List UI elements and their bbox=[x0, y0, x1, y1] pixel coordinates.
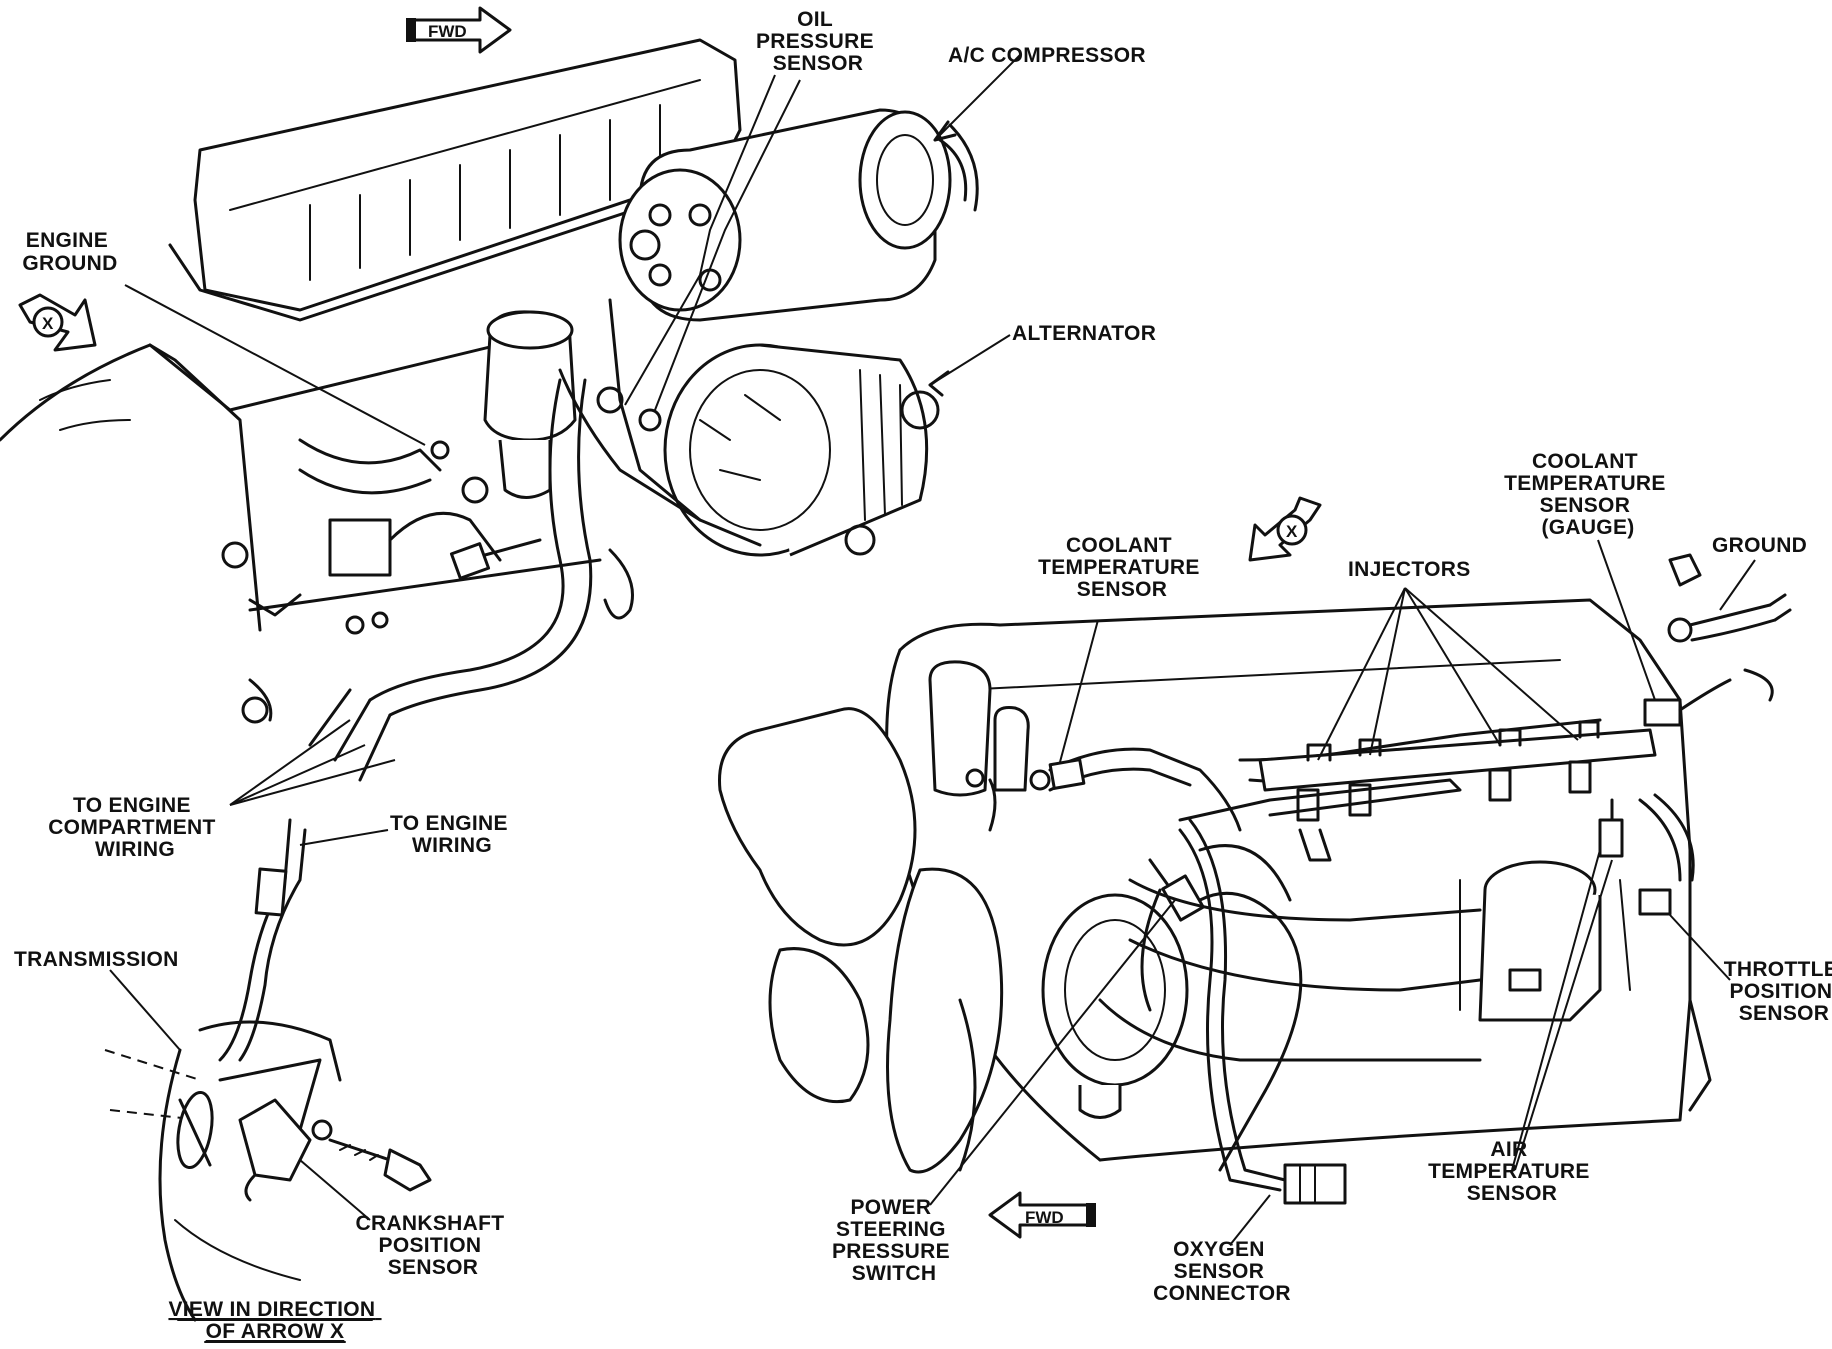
power-steering-pressure-switch-label: POWER STEERING PRESSURE SWITCH bbox=[832, 1196, 956, 1285]
ground-nut bbox=[1668, 553, 1702, 587]
crankshaft-position-sensor-label: CRANKSHAFT POSITION SENSOR bbox=[356, 1212, 511, 1279]
engine-block-top bbox=[898, 598, 1692, 1002]
coil-block bbox=[328, 518, 392, 577]
arrow-x-right: X bbox=[1248, 496, 1322, 562]
view-direction-caption: VIEW IN DIRECTION OF ARROW X bbox=[168, 1298, 381, 1343]
arrow-x-label-left: X bbox=[42, 314, 54, 333]
air-temperature-sensor-label: AIR TEMPERATURE SENSOR bbox=[1428, 1138, 1596, 1205]
arrow-x-left: X bbox=[18, 293, 97, 352]
air-temp-sensor-connector bbox=[1598, 818, 1624, 858]
injectors-label: INJECTORS bbox=[1348, 558, 1471, 581]
throttle-position-connector bbox=[1638, 888, 1672, 916]
ac-compressor-label: A/C COMPRESSOR bbox=[948, 44, 1146, 67]
callout-labels: OIL PRESSURE SENSOR A/C COMPRESSOR ENGIN… bbox=[14, 8, 1832, 1343]
to-engine-compartment-wiring-label: TO ENGINE COMPARTMENT WIRING bbox=[48, 794, 222, 861]
throttle-position-sensor-label: THROTTLE POSITION SENSOR bbox=[1724, 958, 1832, 1025]
coolant-temp-gauge-sensor-label: COOLANT TEMPERATURE SENSOR (GAUGE) bbox=[1504, 450, 1672, 539]
coolant-temp-sensor-label: COOLANT TEMPERATURE SENSOR bbox=[1038, 534, 1206, 601]
injector-3 bbox=[1488, 768, 1512, 802]
alternator-body bbox=[663, 343, 940, 557]
injector-2 bbox=[1348, 783, 1372, 817]
fwd-label-top: FWD bbox=[428, 22, 467, 41]
crankshaft-sensor-body bbox=[238, 1098, 312, 1182]
transmission-label: TRANSMISSION bbox=[14, 948, 179, 971]
coolant-sensor-connector bbox=[1048, 758, 1086, 790]
fuel-rail bbox=[1258, 728, 1657, 792]
arrow-x-label-right: X bbox=[1286, 522, 1298, 541]
fwd-label-bottom: FWD bbox=[1025, 1208, 1064, 1227]
crankshaft-view-illustration bbox=[104, 818, 432, 1322]
injector-4 bbox=[1568, 760, 1592, 794]
leader-lines bbox=[109, 54, 1756, 1246]
fwd-arrow-bottom: FWD bbox=[988, 1191, 1096, 1239]
oil-pressure-sensor-label: OIL PRESSURE SENSOR bbox=[756, 8, 880, 75]
to-engine-wiring-label: TO ENGINE WIRING bbox=[390, 812, 514, 857]
cooling-fan bbox=[718, 707, 917, 947]
wire-connector bbox=[254, 867, 288, 917]
oxygen-sensor-connector-label: OXYGEN SENSOR CONNECTOR bbox=[1153, 1238, 1291, 1305]
alternator-label: ALTERNATOR bbox=[1012, 322, 1156, 345]
upper-engine-illustration bbox=[0, 38, 979, 782]
lower-engine-illustration bbox=[718, 553, 1792, 1205]
fwd-arrow-top: FWD bbox=[406, 6, 512, 54]
engine-ground-label: ENGINE GROUND bbox=[22, 229, 117, 275]
ground-label: GROUND bbox=[1712, 534, 1807, 557]
